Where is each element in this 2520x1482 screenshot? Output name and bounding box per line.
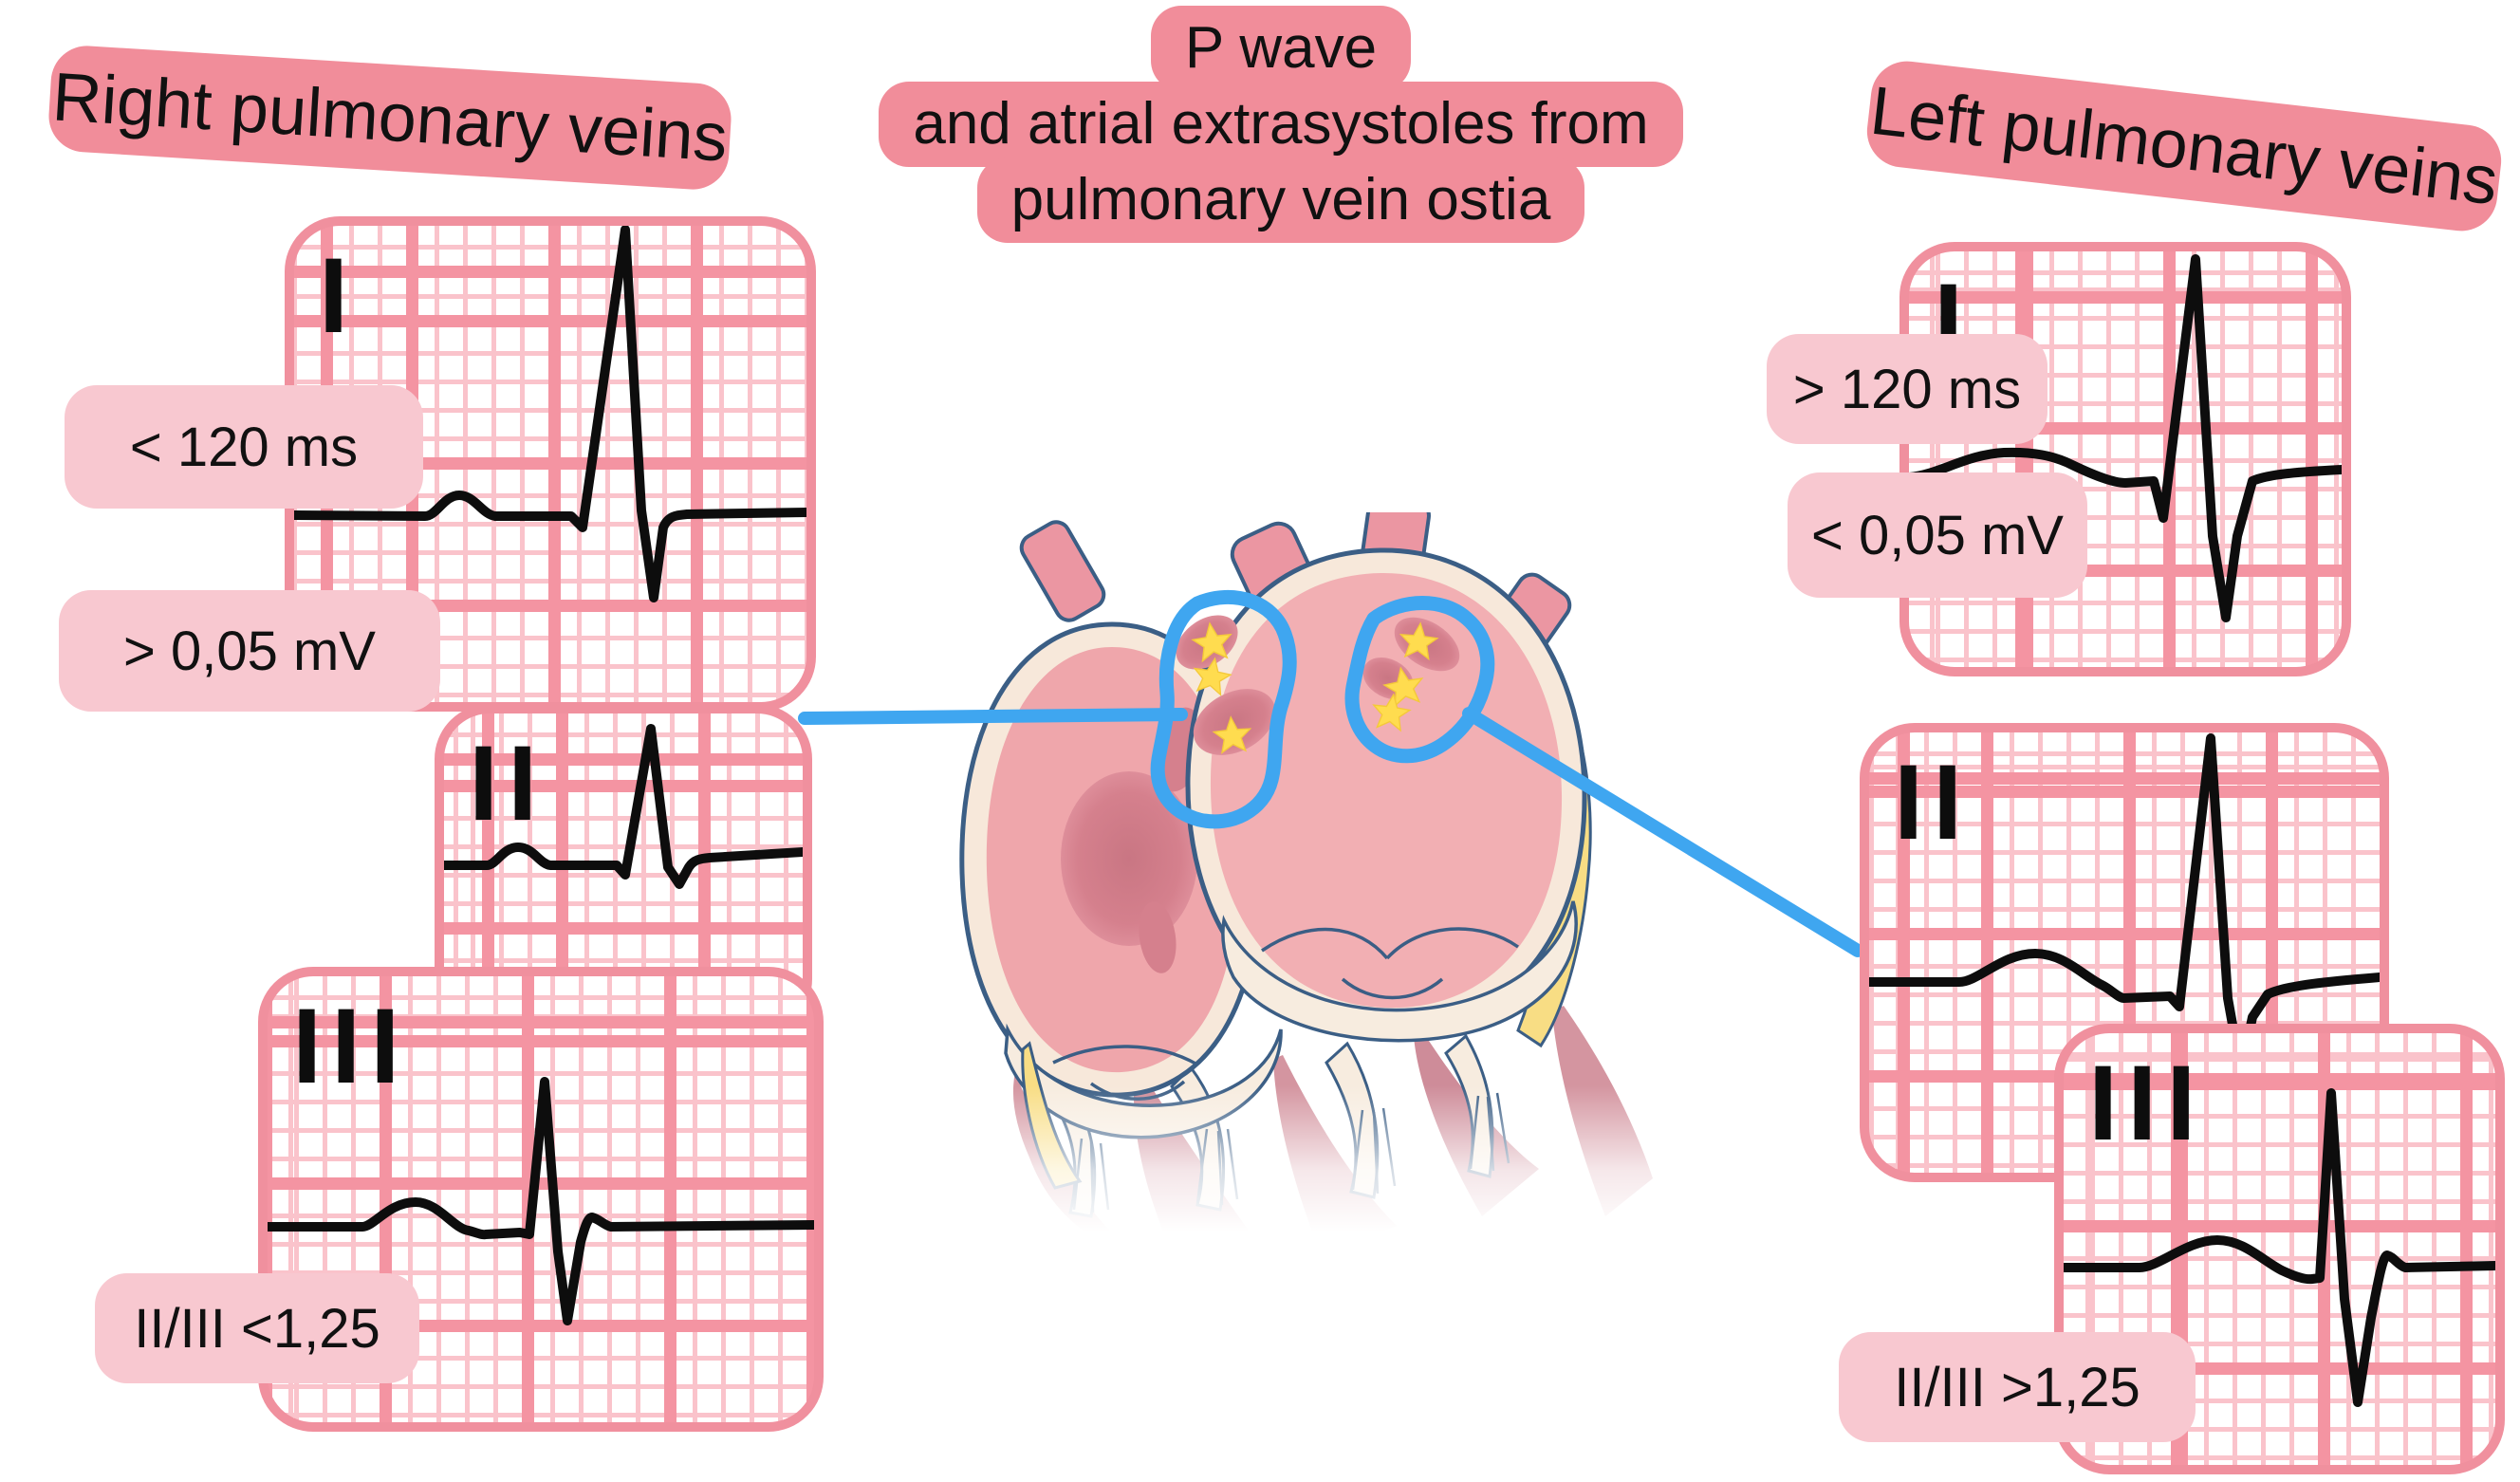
- criterion-ratio-right: II/III <1,25: [95, 1273, 419, 1383]
- lead-label: II: [1894, 743, 1973, 861]
- criterion-text: II/III <1,25: [134, 1297, 380, 1360]
- ecg-trace: [1869, 733, 2380, 1077]
- main-title-line-2: and atrial extrasystoles from: [879, 82, 1683, 167]
- heart-illustration: [949, 512, 1689, 1271]
- right-pv-title: Right pulmonary veins: [46, 44, 733, 192]
- criterion-ratio-left: II/III >1,25: [1839, 1332, 2196, 1442]
- lead-label: II: [469, 724, 547, 843]
- main-title-line-1: P wave: [1150, 6, 1412, 91]
- left-pv-ostia-outline: [1344, 596, 1495, 764]
- ecg-trace: [268, 1077, 814, 1325]
- bottom-fade: [949, 1006, 1689, 1271]
- ecg-trace: [1909, 254, 2342, 622]
- lead-label: III: [2088, 1044, 2206, 1162]
- criterion-text: > 0,05 mV: [123, 620, 376, 682]
- ecg-trace: [2064, 1088, 2495, 1407]
- pv-ostium: [1193, 689, 1276, 755]
- lead-label: I: [319, 236, 359, 355]
- right-pv-ostia-outline: [1150, 589, 1297, 829]
- ecg-trace: [444, 724, 803, 889]
- criterion-text: II/III >1,25: [1894, 1356, 2140, 1418]
- fossa-ovalis: [1061, 771, 1197, 946]
- right-pv-title-text: Right pulmonary veins: [50, 59, 730, 176]
- criterion-p-amplitude-right: > 0,05 mV: [59, 590, 440, 712]
- left-pv-title-text: Left pulmonary veins: [1866, 72, 2502, 220]
- ecg-trace: [294, 226, 806, 602]
- criterion-text: > 120 ms: [1792, 358, 2022, 420]
- criterion-text: < 120 ms: [129, 416, 359, 478]
- criterion-p-duration-left: > 120 ms: [1767, 334, 2048, 444]
- lead-label: III: [292, 987, 410, 1105]
- criterion-text: < 0,05 mV: [1811, 504, 2064, 566]
- ecg-panel-left-pv-lead-1: I: [1899, 242, 2351, 676]
- main-title: P wave and atrial extrasystoles from pul…: [816, 6, 1746, 243]
- criterion-p-amplitude-left: < 0,05 mV: [1788, 472, 2087, 598]
- main-title-line-3: pulmonary vein ostia: [976, 157, 1585, 243]
- left-pv-title: Left pulmonary veins: [1862, 57, 2506, 235]
- criterion-p-duration-right: < 120 ms: [65, 385, 423, 509]
